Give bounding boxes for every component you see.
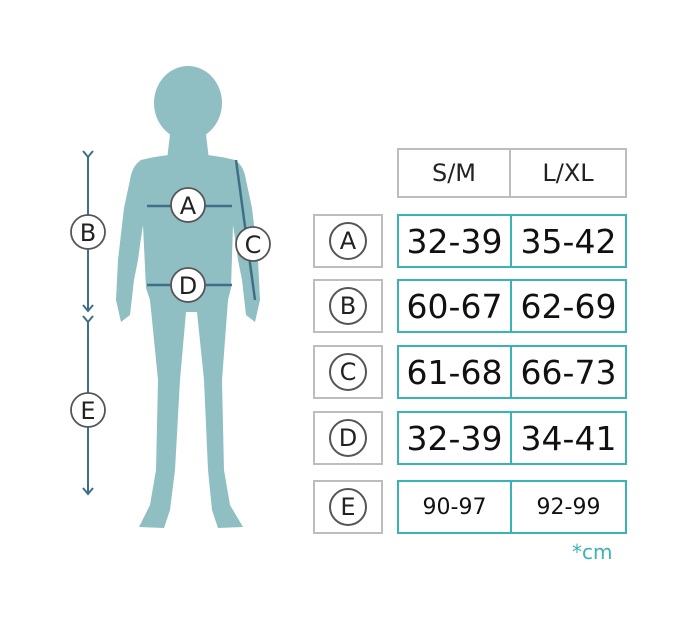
row-label-c: C <box>313 345 383 399</box>
row-label-circle: C <box>329 353 367 391</box>
header-size-lxl: L/XL <box>511 148 627 198</box>
cell-e-lxl: 92-99 <box>510 480 627 534</box>
row-label-circle: D <box>329 419 367 457</box>
svg-text:E: E <box>80 397 95 425</box>
row-label-a: A <box>313 214 383 268</box>
row-label-b: B <box>313 279 383 333</box>
label-c: C <box>235 226 271 262</box>
row-label-e: E <box>313 480 383 534</box>
cell-e-sm: 90-97 <box>397 480 512 534</box>
label-e: E <box>70 392 106 428</box>
cell-d-lxl: 34-41 <box>510 411 627 465</box>
row-label-circle: A <box>329 222 367 260</box>
label-d: D <box>170 267 206 303</box>
svg-text:D: D <box>179 272 197 300</box>
row-label-circle: E <box>329 488 367 526</box>
svg-text:C: C <box>245 231 262 259</box>
row-label-d: D <box>313 411 383 465</box>
label-b: B <box>70 214 106 250</box>
cell-d-sm: 32-39 <box>397 411 512 465</box>
unit-note: *cm <box>572 540 613 564</box>
cell-b-sm: 60-67 <box>397 279 512 333</box>
label-a: A <box>170 187 206 223</box>
body-silhouette <box>116 66 260 528</box>
cell-b-lxl: 62-69 <box>510 279 627 333</box>
row-label-circle: B <box>329 287 367 325</box>
cell-a-sm: 32-39 <box>397 214 512 268</box>
cell-a-lxl: 35-42 <box>510 214 627 268</box>
cell-c-sm: 61-68 <box>397 345 512 399</box>
svg-text:B: B <box>80 219 96 247</box>
cell-c-lxl: 66-73 <box>510 345 627 399</box>
svg-text:A: A <box>180 192 197 220</box>
header-size-sm: S/M <box>397 148 511 198</box>
